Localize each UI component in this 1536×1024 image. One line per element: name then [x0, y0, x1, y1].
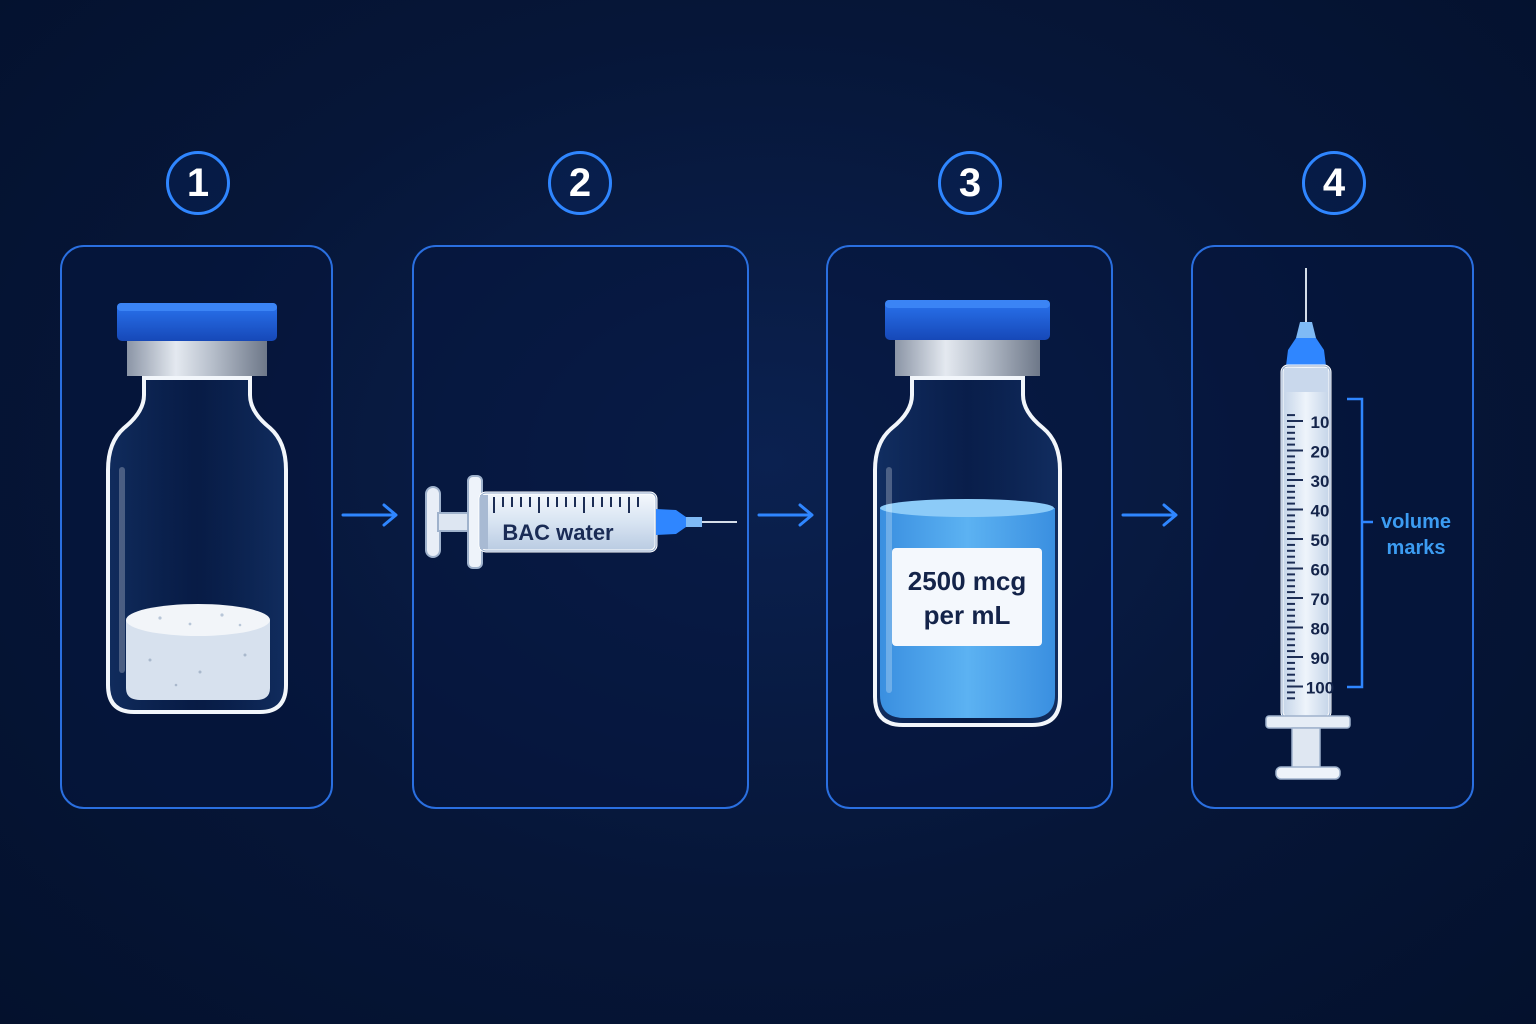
step-4-number: 4 [1322, 160, 1346, 205]
arrow-right-icon [341, 503, 398, 527]
scale-label: 100 [1306, 679, 1334, 698]
step-4-badge: 4 [1302, 151, 1366, 215]
scale-label: 30 [1311, 472, 1330, 491]
volume-marks-bracket [1347, 397, 1373, 689]
scale-label: 10 [1311, 413, 1330, 432]
vial-powder-icon [106, 303, 288, 714]
step-3-badge: 3 [938, 151, 1002, 215]
annotation-marks: marks [1387, 537, 1446, 559]
step-1-badge: 1 [166, 151, 230, 215]
arrow-right-icon [1121, 503, 1178, 527]
scale-label: 70 [1311, 590, 1330, 609]
step-3-number: 3 [958, 160, 982, 205]
scale-label: 40 [1311, 502, 1330, 521]
step-1-number: 1 [186, 160, 210, 205]
vial-label-concentration: 2500 mcg [908, 566, 1027, 596]
scale-label: 60 [1311, 561, 1330, 580]
scale-label: 80 [1311, 620, 1330, 639]
scale-label: 50 [1311, 531, 1330, 550]
scale-label: 20 [1311, 443, 1330, 462]
annotation-volume: volume [1381, 511, 1451, 533]
scale-label: 90 [1311, 649, 1330, 668]
arrow-right-icon [757, 503, 814, 527]
vial-label-unit: per mL [924, 600, 1011, 630]
scale-labels: 10 20 30 40 50 60 70 80 90 100 [1306, 413, 1334, 698]
vial-solution-icon: 2500 mcg per mL [873, 300, 1062, 727]
insulin-syringe-icon: 10 20 30 40 50 60 70 80 90 100 [1265, 268, 1351, 780]
step-4-panel [1191, 245, 1474, 809]
step-2-badge: 2 [548, 151, 612, 215]
syringe-bac-water-icon: BAC water [425, 475, 737, 569]
step-2-number: 2 [568, 160, 592, 205]
scale-ticks [1287, 414, 1303, 700]
syringe-label: BAC water [502, 520, 614, 545]
